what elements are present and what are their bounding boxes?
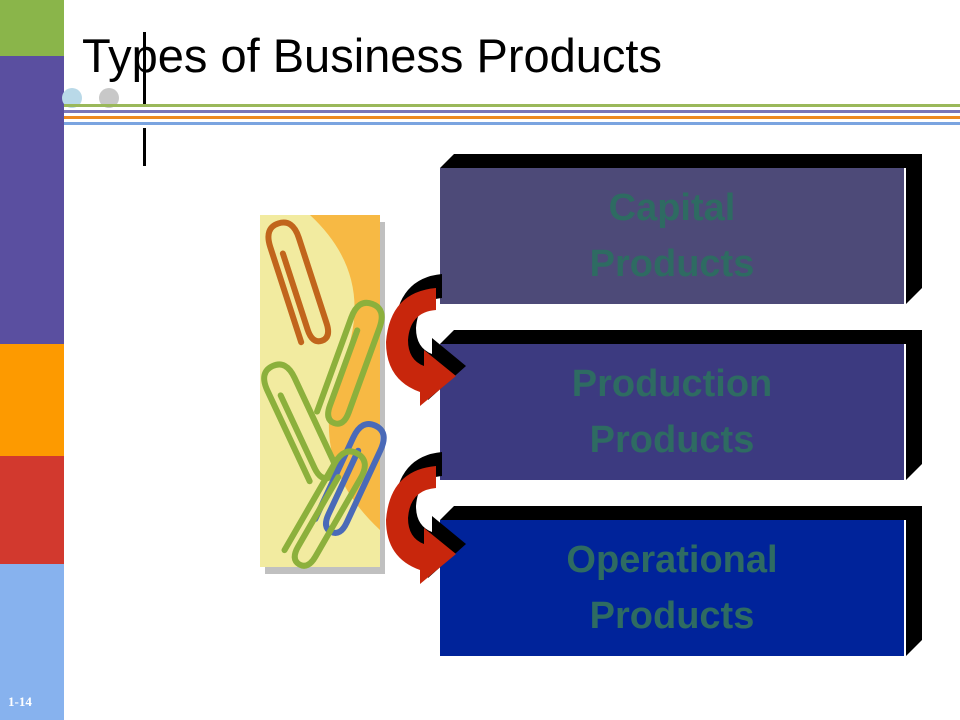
slide-number: 1-14 <box>8 694 32 709</box>
box-label-line1: Operational <box>566 539 778 581</box>
sidebar-red-block <box>0 456 64 564</box>
box-label-line1: Capital <box>608 187 736 229</box>
box-label-line2: Products <box>589 243 755 285</box>
box-label-line2: Products <box>589 419 755 461</box>
paper-clips-icon <box>260 215 387 574</box>
sidebar-purple-block <box>0 56 64 344</box>
header-rule-purple <box>64 110 960 113</box>
sidebar-orange-block <box>0 344 64 456</box>
sidebar: 1-14 <box>0 0 64 720</box>
capital-products-box: Capital Products <box>440 168 904 304</box>
text-cursor-line <box>143 128 146 166</box>
text-cursor-line <box>143 32 146 104</box>
sidebar-green-block <box>0 0 64 56</box>
header-rule-green <box>64 104 960 107</box>
decor-dot <box>62 88 82 108</box>
curved-arrow-icon <box>386 452 466 584</box>
operational-products-box: Operational Products <box>440 520 904 656</box>
decor-dot <box>99 88 119 108</box>
production-products-box: Production Products <box>440 344 904 480</box>
box-label-line1: Production <box>571 363 773 405</box>
sidebar-blue-block <box>0 564 64 720</box>
curved-arrow-icon <box>386 274 466 406</box>
header-rule-blue <box>64 122 960 125</box>
box-label-line2: Products <box>589 595 755 637</box>
header-rule-orange <box>64 116 960 119</box>
page-title: Types of Business Products <box>82 29 662 82</box>
